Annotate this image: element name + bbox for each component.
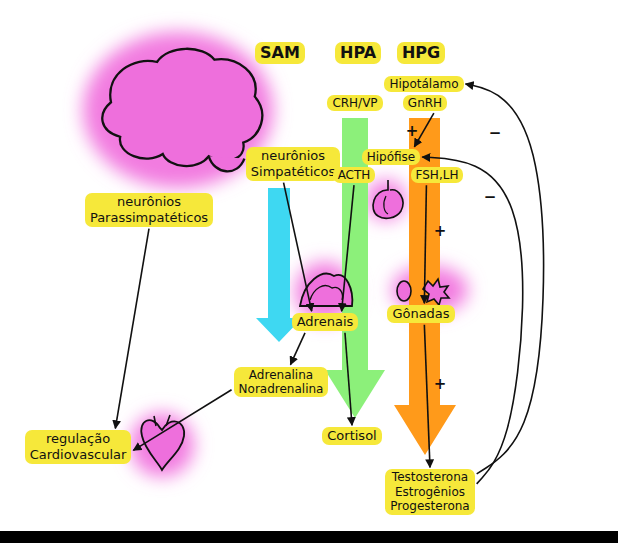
pituitary-glow bbox=[366, 180, 406, 220]
connector-arrow bbox=[342, 185, 354, 311]
heart-drawing bbox=[141, 420, 184, 470]
brain-outline bbox=[102, 49, 262, 166]
label-box: Adrenalina Noradrenalina bbox=[234, 367, 329, 398]
label-box: neurônios Simpatéticos bbox=[246, 147, 340, 180]
connector-arrow bbox=[115, 229, 149, 429]
sign-label: + bbox=[406, 124, 419, 139]
sign-label: + bbox=[434, 377, 447, 392]
label-text: HPG bbox=[402, 43, 440, 62]
label-box: SAM bbox=[255, 42, 305, 63]
sign-label: − bbox=[484, 190, 497, 205]
label-text: Cortisol bbox=[327, 428, 376, 444]
connector-arrow bbox=[424, 325, 430, 468]
sign-label: − bbox=[489, 126, 502, 141]
label-text: ACTH bbox=[338, 168, 371, 182]
label-box: HPA bbox=[335, 42, 381, 63]
connector-arrow bbox=[345, 333, 352, 425]
label-text: regulação Cardiovascular bbox=[30, 431, 127, 462]
adrenal-inner bbox=[310, 286, 343, 300]
connector-arrow bbox=[284, 183, 312, 312]
brain-glow bbox=[83, 32, 273, 188]
bottom-bar bbox=[0, 531, 618, 543]
connector-arrow bbox=[290, 333, 305, 365]
connector-arrow bbox=[133, 390, 231, 451]
label-box: Hipotálamo bbox=[384, 76, 463, 92]
label-box: FSH,LH bbox=[411, 167, 464, 183]
label-box: Adrenais bbox=[292, 313, 359, 331]
label-box: GnRH bbox=[403, 95, 447, 111]
label-text: Hipotálamo bbox=[389, 77, 458, 91]
label-box: Hipófise bbox=[362, 149, 421, 165]
heart-vessels bbox=[154, 415, 170, 426]
label-text: Adrenalina Noradrenalina bbox=[239, 368, 324, 397]
connector-arrow bbox=[424, 185, 426, 303]
label-box: Cortisol bbox=[322, 427, 381, 445]
label-text: HPA bbox=[340, 43, 376, 62]
brain-drawing bbox=[102, 49, 262, 172]
label-text: neurônios Simpatéticos bbox=[251, 148, 335, 179]
label-box: ACTH bbox=[333, 167, 376, 183]
testis-drawing bbox=[397, 281, 411, 301]
label-box: neurônios Parassimpatéticos bbox=[85, 193, 213, 226]
ovary-drawing bbox=[423, 279, 449, 305]
pituitary-lobe bbox=[384, 196, 388, 214]
label-text: Testosterona Estrogênios Progesterona bbox=[390, 470, 469, 513]
sign-label: + bbox=[434, 224, 447, 239]
label-text: Hipófise bbox=[367, 150, 416, 164]
label-box: Gônadas bbox=[387, 305, 454, 323]
pituitary-drawing bbox=[373, 180, 403, 218]
label-box: HPG bbox=[397, 42, 445, 63]
label-box: regulação Cardiovascular bbox=[25, 430, 132, 463]
label-text: CRH/VP bbox=[332, 96, 377, 110]
label-box: CRH/VP bbox=[327, 95, 382, 111]
label-text: Gônadas bbox=[392, 306, 449, 322]
label-text: GnRH bbox=[408, 96, 442, 110]
cerebellum bbox=[209, 156, 245, 171]
label-text: Adrenais bbox=[297, 314, 354, 330]
label-text: neurônios Parassimpatéticos bbox=[90, 194, 208, 225]
label-box: Testosterona Estrogênios Progesterona bbox=[385, 469, 474, 514]
label-text: SAM bbox=[260, 43, 300, 62]
connector-arrow bbox=[466, 84, 544, 474]
label-text: FSH,LH bbox=[416, 168, 459, 182]
heart-glow bbox=[130, 413, 194, 477]
